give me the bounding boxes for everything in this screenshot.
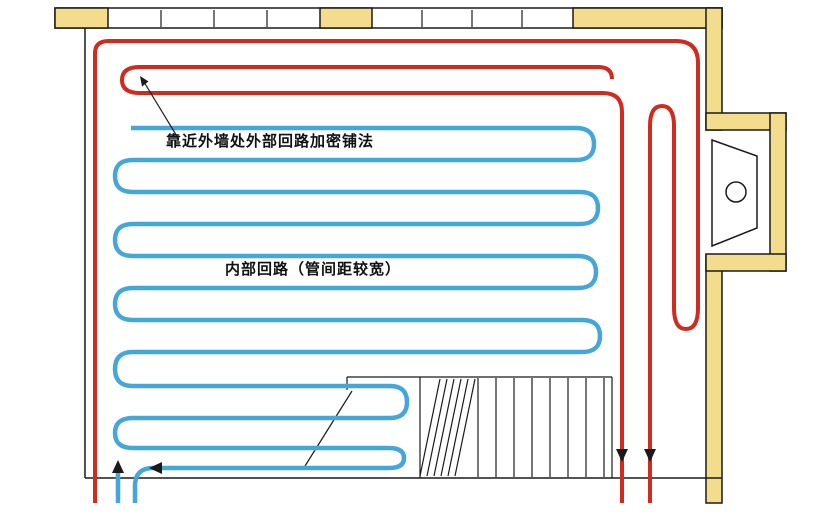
right-wall-lower xyxy=(705,254,723,504)
outer-loop-dense-run xyxy=(119,65,624,503)
flow-arrow-down-icon-2 xyxy=(644,449,656,462)
outer-loop-label: 靠近外墙处外部回路加密铺法 xyxy=(166,133,375,150)
right-wall-upper xyxy=(705,7,723,131)
outer-loop-main-run xyxy=(93,39,700,503)
stairs-hatching xyxy=(419,378,476,477)
flow-arrow-down-icon-1 xyxy=(616,449,628,462)
walls xyxy=(54,7,787,504)
niche-right-wall xyxy=(769,112,787,272)
leader-line xyxy=(143,81,179,139)
leader-arrowhead-icon xyxy=(140,76,149,87)
inner-loop-label: 内部回路（管间距较宽） xyxy=(225,261,402,278)
outer-loop-callout-leader xyxy=(140,76,179,139)
stairs-treads xyxy=(477,378,605,477)
top-wall-window-ticks xyxy=(160,10,523,27)
niche-knob-circle xyxy=(725,181,747,203)
inner-loop-pipe-blue xyxy=(112,125,603,503)
right-wall-niche xyxy=(705,112,787,272)
niche-bottom-wall xyxy=(705,253,787,272)
flow-arrows xyxy=(112,449,656,474)
top-wall-segment-yellow-middle xyxy=(319,7,373,29)
flow-arrow-up-icon xyxy=(112,460,124,473)
top-wall-segment-yellow-left xyxy=(54,7,109,29)
inner-loop-serpentine xyxy=(112,125,603,503)
stairs xyxy=(304,376,613,478)
stairs-direction-line xyxy=(304,390,353,467)
top-wall-segment-yellow-right xyxy=(572,7,723,29)
flow-arrow-left-icon xyxy=(149,462,162,474)
outer-loop-pipe-red xyxy=(93,39,700,503)
